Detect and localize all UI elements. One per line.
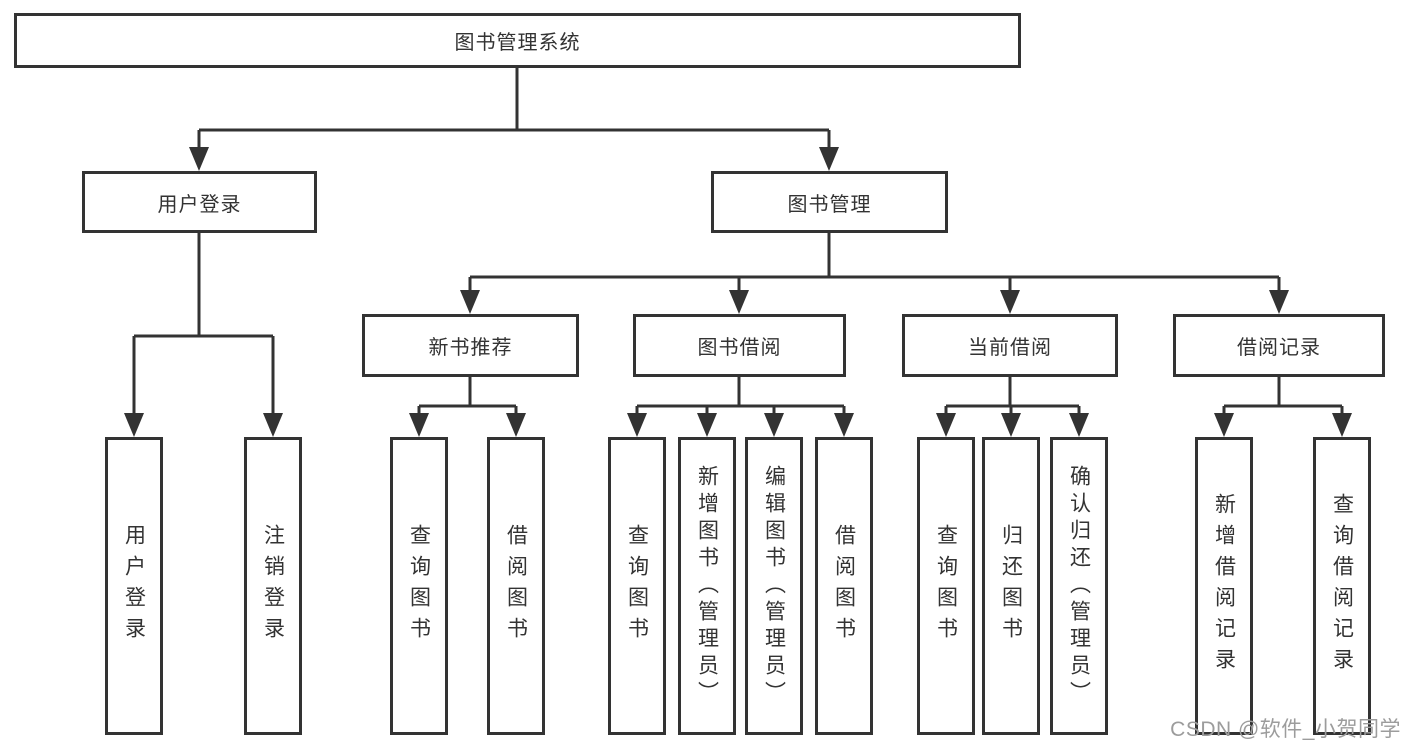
arrowhead-leaf-return <box>1001 413 1021 437</box>
connector-user-login-branch <box>132 233 275 415</box>
arrowhead-borrow-records <box>1269 290 1289 314</box>
leaf-borrow-books-1: 借阅图书 <box>487 437 545 735</box>
arrowhead-book-borrow <box>729 290 749 314</box>
leaf-logout: 注销登录 <box>244 437 302 735</box>
connector-level2-stems <box>197 130 831 149</box>
arrowhead-leaf-query-2 <box>627 413 647 437</box>
arrowhead-user-login <box>189 147 209 171</box>
node-new-book-recommend: 新书推荐 <box>362 314 579 377</box>
leaf-query-books-1: 查询图书 <box>390 437 448 735</box>
node-book-borrow: 图书借阅 <box>633 314 846 377</box>
leaf-edit-books-admin: 编辑图书（管理员） <box>745 437 803 735</box>
node-user-login: 用户登录 <box>82 171 317 233</box>
leaf-return-books: 归还图书 <box>982 437 1040 735</box>
leaf-borrow-books-2: 借阅图书 <box>815 437 873 735</box>
leaf-confirm-return-admin: 确认归还（管理员） <box>1050 437 1108 735</box>
arrowhead-leaf-borrow-2 <box>834 413 854 437</box>
leaf-query-books-3: 查询图书 <box>917 437 975 735</box>
connector-root-rail <box>199 68 829 132</box>
node-book-management: 图书管理 <box>711 171 948 233</box>
node-current-borrow: 当前借阅 <box>902 314 1118 377</box>
arrowhead-book-mgmt <box>819 147 839 171</box>
connector-book-mgmt-rail <box>468 233 1281 292</box>
connector-book-borrow-branch <box>635 377 846 415</box>
arrowhead-current-borrow <box>1000 290 1020 314</box>
arrowhead-leaf-logout <box>263 413 283 437</box>
leaf-user-login: 用户登录 <box>105 437 163 735</box>
arrowhead-leaf-user-login <box>124 413 144 437</box>
arrowhead-leaf-add-record <box>1214 413 1234 437</box>
arrowhead-leaf-confirm-return <box>1069 413 1089 437</box>
leaf-query-books-1-label: 查询图书 <box>407 524 431 648</box>
arrowhead-leaf-edit-books <box>764 413 784 437</box>
arrowhead-leaf-query-record <box>1332 413 1352 437</box>
arrowhead-leaf-add-books <box>697 413 717 437</box>
leaf-query-books-2-label: 查询图书 <box>625 524 649 648</box>
leaf-user-login-label: 用户登录 <box>122 524 146 648</box>
leaf-add-books-admin-label: 新增图书（管理员） <box>695 464 719 708</box>
leaf-logout-label: 注销登录 <box>261 524 285 648</box>
node-borrow-records: 借阅记录 <box>1173 314 1385 377</box>
leaf-query-borrow-record: 查询借阅记录 <box>1313 437 1371 735</box>
connector-borrow-records-branch <box>1222 377 1344 415</box>
arrowhead-new-book <box>460 290 480 314</box>
leaf-add-books-admin: 新增图书（管理员） <box>678 437 736 735</box>
node-library-system: 图书管理系统 <box>14 13 1021 68</box>
leaf-add-borrow-record-label: 新增借阅记录 <box>1212 493 1236 679</box>
leaf-edit-books-admin-label: 编辑图书（管理员） <box>762 464 786 708</box>
connector-current-borrow-branch <box>944 377 1081 415</box>
leaf-borrow-books-2-label: 借阅图书 <box>832 524 856 648</box>
leaf-borrow-books-1-label: 借阅图书 <box>504 524 528 648</box>
arrowhead-leaf-query-3 <box>936 413 956 437</box>
leaf-add-borrow-record: 新增借阅记录 <box>1195 437 1253 735</box>
leaf-return-books-label: 归还图书 <box>999 524 1023 648</box>
arrowhead-leaf-query-1 <box>409 413 429 437</box>
arrowhead-leaf-borrow-1 <box>506 413 526 437</box>
leaf-query-books-3-label: 查询图书 <box>934 524 958 648</box>
leaf-query-borrow-record-label: 查询借阅记录 <box>1330 493 1354 679</box>
leaf-confirm-return-admin-label: 确认归还（管理员） <box>1067 464 1091 708</box>
connector-new-book-branch <box>417 377 518 415</box>
leaf-query-books-2: 查询图书 <box>608 437 666 735</box>
